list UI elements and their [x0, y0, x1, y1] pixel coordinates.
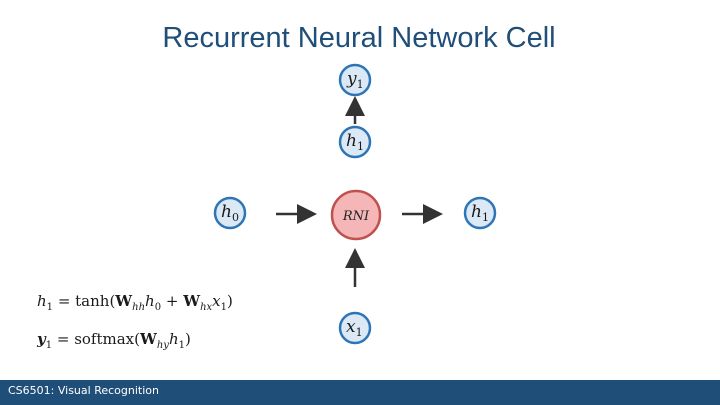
equation-output: y1 = softmax(Whyh1) — [36, 330, 191, 351]
node-h1-right: h1 — [463, 196, 497, 230]
slide-title: Recurrent Neural Network Cell — [162, 22, 556, 54]
svg-text:h0: h0 — [221, 202, 239, 224]
node-h0: h0 — [213, 196, 247, 230]
node-x1: x1 — [338, 311, 372, 345]
svg-text:y1 = softmax(Whyh1): y1 = softmax(Whyh1) — [36, 330, 191, 351]
svg-text:h1 = tanh(Whhh0 + Whxx1): h1 = tanh(Whhh0 + Whxx1) — [37, 292, 233, 313]
svg-text:h1: h1 — [346, 131, 364, 153]
footer-bar: CS6501: Visual Recognition — [0, 380, 720, 405]
rnn-cell: RNI — [330, 189, 382, 241]
equation-hidden-state: h1 = tanh(Whhh0 + Whxx1) — [37, 292, 233, 313]
node-y1: y1 — [338, 63, 372, 97]
svg-text:x1: x1 — [346, 317, 363, 339]
svg-text:RNI: RNI — [342, 209, 370, 224]
svg-text:h1: h1 — [471, 202, 489, 224]
svg-text:y1: y1 — [346, 69, 364, 91]
course-label: CS6501: Visual Recognition — [8, 384, 159, 397]
node-h1-top: h1 — [338, 125, 372, 159]
